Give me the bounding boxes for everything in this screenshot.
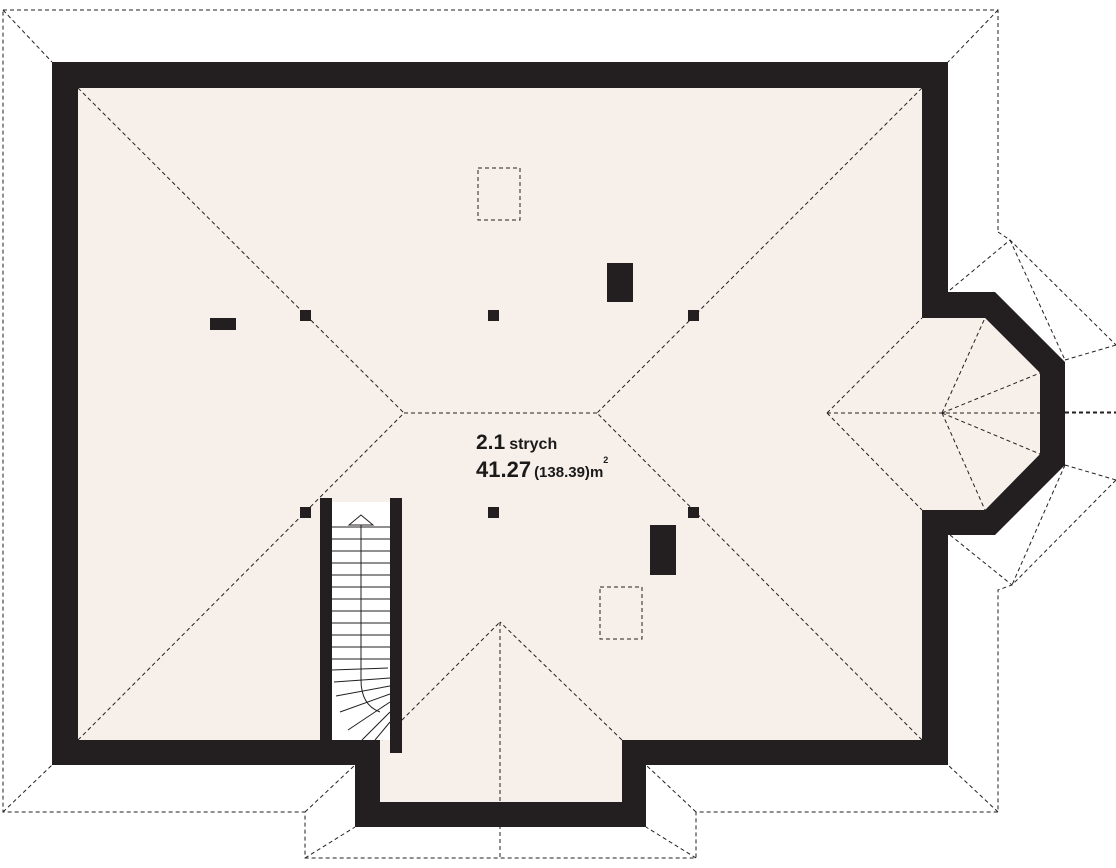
area-unit-power: 2 [603, 455, 609, 465]
room-number: 2.1 [476, 431, 506, 454]
floor-area [78, 88, 1040, 802]
post [488, 310, 499, 321]
post [300, 507, 311, 518]
posts [210, 263, 699, 575]
chimney [607, 263, 633, 302]
post [300, 310, 311, 321]
staircase [320, 498, 402, 753]
room-area-row: 41.27(138.39)m2 [476, 456, 608, 481]
vent [210, 318, 236, 330]
room-area: 41.27 [476, 457, 532, 482]
chimney [650, 525, 676, 575]
post [488, 507, 499, 518]
roof-eaves-outline [2, 9, 1116, 859]
walls [52, 62, 1065, 827]
total-area: (138.39) [534, 464, 590, 481]
post [688, 507, 699, 518]
area-unit: m [589, 464, 604, 481]
roof-hip-lines [77, 87, 1116, 858]
post [688, 310, 699, 321]
room-name: strych [509, 436, 558, 453]
